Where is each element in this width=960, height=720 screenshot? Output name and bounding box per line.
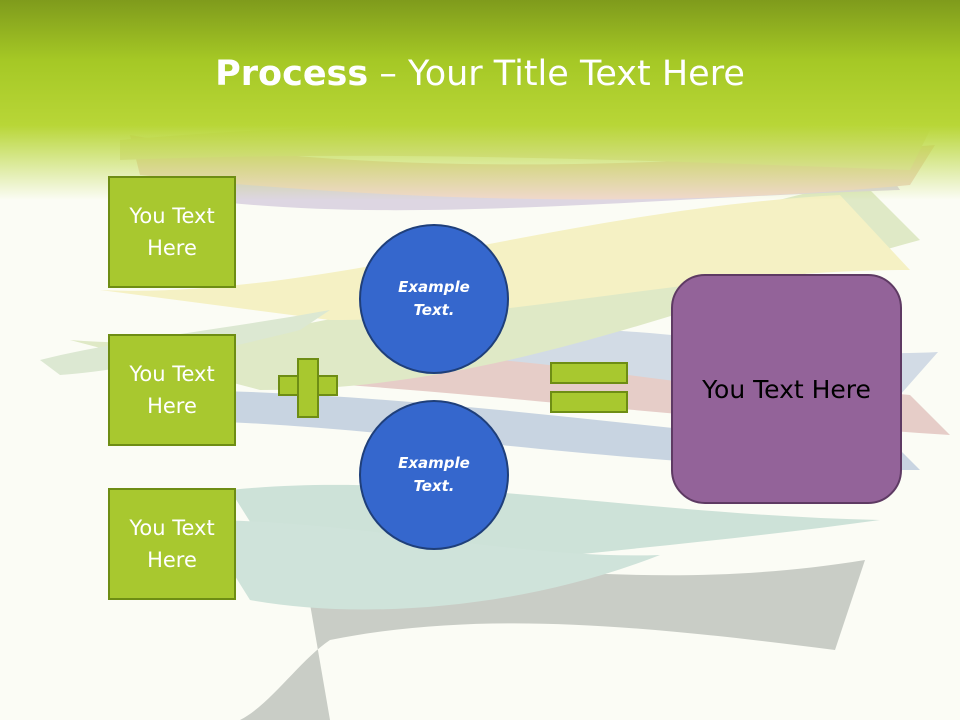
result-box: You Text Here	[671, 274, 902, 504]
ribbon-teal-lower	[200, 520, 660, 610]
example-circle-1: Example Text.	[359, 224, 509, 374]
title-band	[0, 0, 960, 200]
input-box-2-label: You Text Here	[129, 362, 215, 418]
example-circle-2-label: Example Text.	[398, 454, 470, 495]
input-box-2: You Text Here	[108, 334, 236, 446]
input-box-3: You Text Here	[108, 488, 236, 600]
example-circle-1-label: Example Text.	[398, 278, 470, 319]
input-box-1-label: You Text Here	[129, 204, 215, 260]
title-bold: Process	[215, 54, 369, 94]
ribbon-yellow	[100, 195, 910, 320]
slide-title: Process – Your Title Text Here	[0, 52, 960, 96]
plus-core	[299, 377, 317, 394]
input-box-1: You Text Here	[108, 176, 236, 288]
result-box-label: You Text Here	[702, 374, 871, 404]
title-rest: – Your Title Text Here	[368, 54, 745, 94]
equals-bar-top	[550, 362, 628, 384]
input-box-3-label: You Text Here	[129, 516, 215, 572]
example-circle-2: Example Text.	[359, 400, 509, 550]
equals-bar-bottom	[550, 391, 628, 413]
